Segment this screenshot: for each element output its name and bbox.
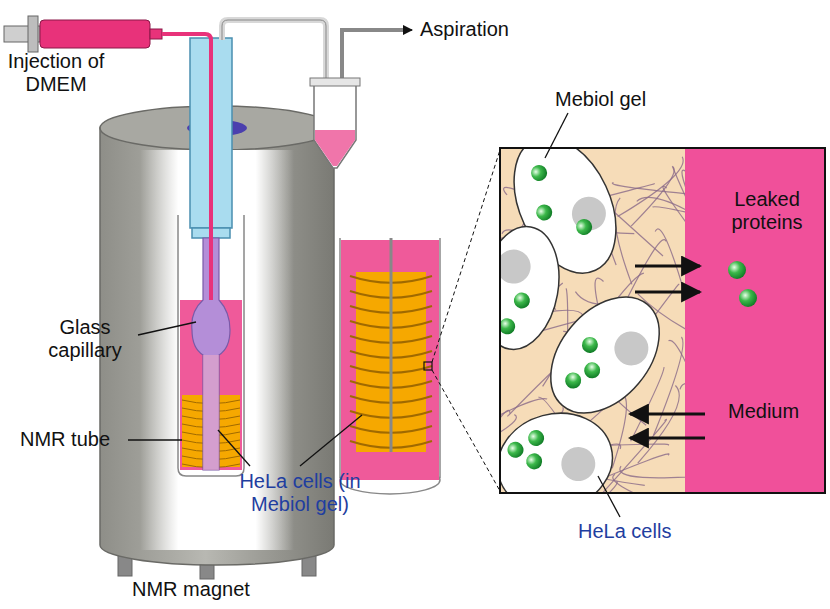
gel-fiber xyxy=(631,166,674,226)
label: NMR magnet xyxy=(132,578,292,601)
hela-cell xyxy=(529,276,681,434)
zoom-line xyxy=(432,150,500,362)
gel-fiber xyxy=(654,337,683,435)
hela-cell xyxy=(500,401,623,493)
gel-fiber xyxy=(637,197,685,245)
zoom-line xyxy=(432,370,500,491)
syringe xyxy=(4,16,162,52)
label: Aspiration xyxy=(420,18,550,41)
nmr-tube-detail xyxy=(340,238,440,494)
gel-fiber xyxy=(613,474,657,493)
leaked-protein xyxy=(728,261,746,279)
flow-arrows xyxy=(630,266,705,438)
gel-fiber xyxy=(682,170,685,237)
gel-fiber xyxy=(620,466,685,478)
leaked-protein xyxy=(739,289,757,307)
hela-cell xyxy=(500,220,568,355)
gel-fiber xyxy=(669,340,685,421)
gel-fiber xyxy=(612,183,685,196)
label: Mebiol gel xyxy=(555,88,685,111)
injection-tube xyxy=(162,34,211,300)
label: NMR tube xyxy=(20,428,128,451)
aspiration-arrow xyxy=(405,29,412,31)
gel-fiber xyxy=(653,207,685,227)
gel-fiber xyxy=(615,198,632,285)
label: Leaked proteins xyxy=(708,188,826,234)
zoom-panel xyxy=(500,148,825,493)
zoom-frame xyxy=(500,148,825,493)
leader-lines xyxy=(128,113,620,517)
gel-fiber xyxy=(680,384,685,416)
hela-cell xyxy=(500,148,636,289)
collection-tube xyxy=(310,78,360,168)
label: Glass capillary xyxy=(30,316,140,362)
label: Injection of DMEM xyxy=(0,50,112,96)
label: Medium xyxy=(728,400,823,423)
gel-fiber xyxy=(625,240,666,304)
label: HeLa cells xyxy=(578,520,708,543)
label: HeLa cells (in Mebiol gel) xyxy=(215,470,385,516)
